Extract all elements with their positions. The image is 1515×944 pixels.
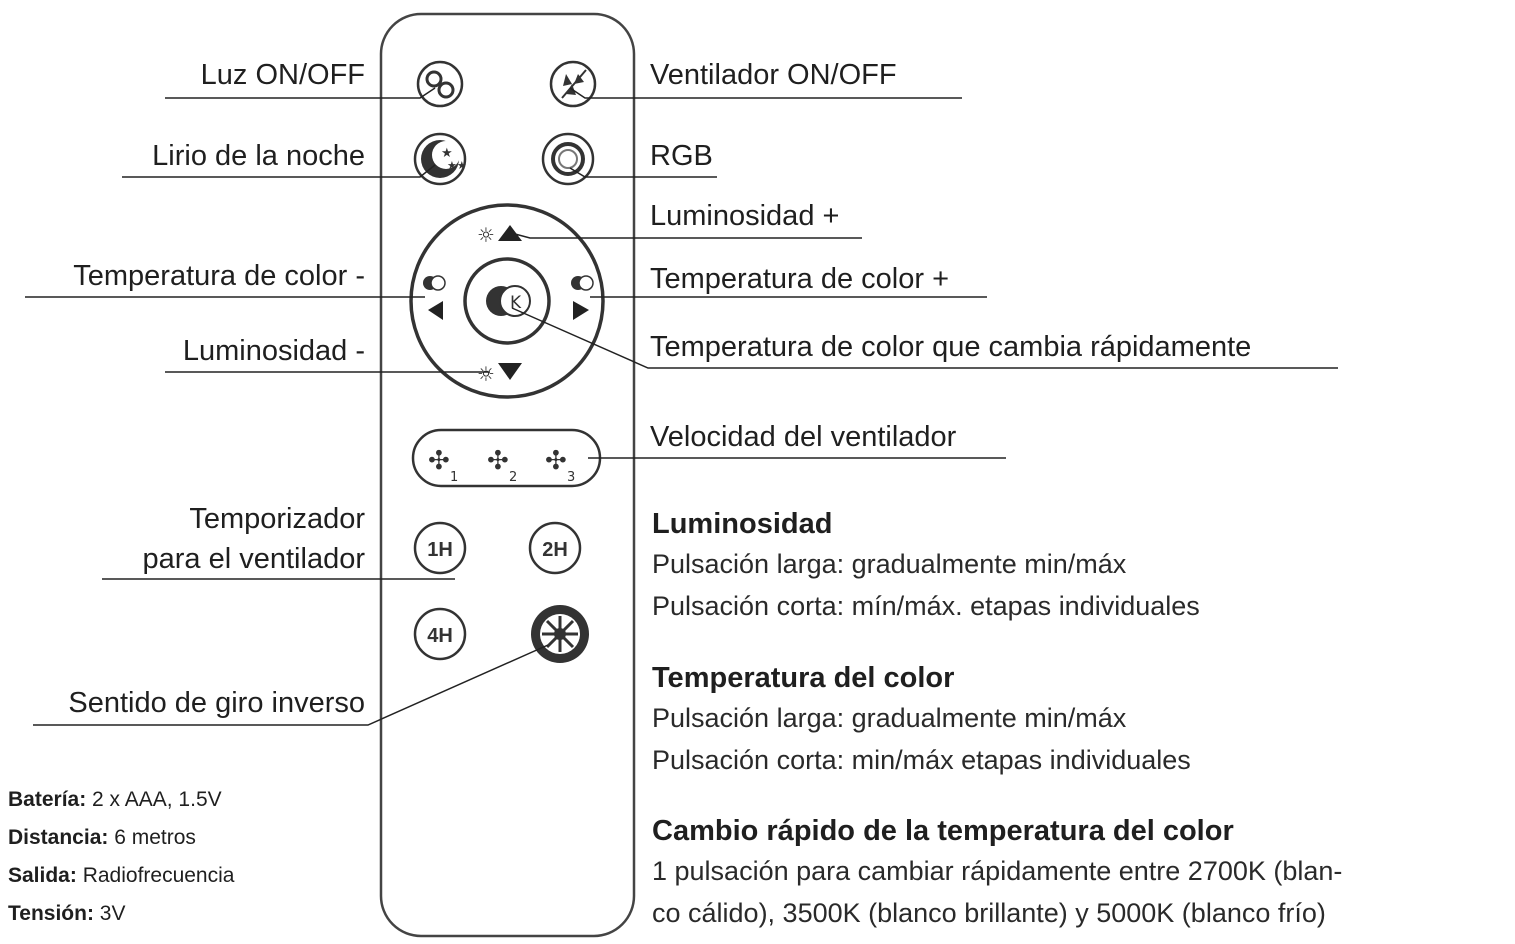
label-lum-plus: Luminosidad + bbox=[650, 200, 840, 232]
leader-temp-fast bbox=[511, 307, 1338, 369]
svg-text:4H: 4H bbox=[427, 625, 453, 647]
section-line: Pulsación larga: gradualmente min/máx bbox=[652, 549, 1127, 579]
color-temp-down-button[interactable] bbox=[423, 275, 446, 320]
fan-speed-1-button[interactable]: ✣ 1 bbox=[428, 446, 458, 485]
label-luz-onoff: Luz ON/OFF bbox=[200, 59, 365, 91]
night-mode-button[interactable]: ★ ★★ bbox=[413, 132, 467, 186]
leader-ventilador bbox=[569, 87, 962, 99]
section-line: Pulsación corta: mín/máx. etapas individ… bbox=[652, 591, 1200, 621]
leader-lirio bbox=[122, 164, 436, 178]
section-title: Temperatura del color bbox=[652, 662, 955, 694]
specs-block: Batería: 2 x AAA, 1.5V Distancia: 6 metr… bbox=[8, 781, 234, 933]
label-ventilador-onoff: Ventilador ON/OFF bbox=[650, 59, 897, 91]
spec-tension: Tensión: 3V bbox=[8, 902, 126, 925]
dpad: K ☼ ☼ bbox=[409, 203, 605, 399]
rgb-ring-icon bbox=[551, 142, 585, 176]
fan-onoff-button[interactable] bbox=[549, 60, 597, 108]
fan-speed-group: ✣ 1 ✣ 2 ✣ 3 bbox=[411, 428, 602, 488]
label-rgb: RGB bbox=[650, 140, 713, 172]
section-line: Pulsación larga: gradualmente min/máx bbox=[652, 703, 1127, 733]
section-line: co cálido), 3500K (blanco brillante) y 5… bbox=[652, 898, 1326, 928]
section-line: 1 pulsación para cambiar rápidamente ent… bbox=[652, 856, 1343, 886]
sun-icon: ☼ bbox=[477, 223, 495, 247]
spec-distancia: Distancia: 6 metros bbox=[8, 826, 196, 849]
arrow-right-icon bbox=[573, 301, 589, 320]
label-temporizador-2: para el ventilador bbox=[142, 543, 365, 575]
section-line: Pulsación corta: min/máx etapas individu… bbox=[652, 745, 1191, 775]
label-lum-minus: Luminosidad - bbox=[182, 335, 365, 367]
label-temporizador-1: Temporizador bbox=[189, 503, 365, 535]
arrow-down-icon bbox=[498, 363, 522, 380]
fan-speed-3-button[interactable]: ✣ 3 bbox=[545, 446, 575, 485]
star-icon: ★ bbox=[441, 146, 453, 161]
rgb-button[interactable] bbox=[541, 132, 595, 186]
brightness-down-button[interactable]: ☼ bbox=[477, 362, 522, 386]
section-title: Cambio rápido de la temperatura del colo… bbox=[652, 815, 1234, 847]
reverse-rotation-button[interactable] bbox=[531, 605, 589, 663]
timer-2h-button[interactable]: 2H bbox=[528, 521, 582, 575]
label-temp-fast: Temperatura de color que cambia rápidame… bbox=[650, 331, 1252, 363]
leader-lum-plus bbox=[514, 233, 862, 239]
svg-text:2H: 2H bbox=[542, 539, 568, 561]
color-temp-up-button[interactable] bbox=[571, 275, 594, 320]
fan-icon: ✣ bbox=[487, 446, 509, 476]
svg-text:★★: ★★ bbox=[447, 159, 467, 172]
section-temperatura: Temperatura del color Pulsación larga: g… bbox=[652, 659, 1512, 781]
section-luminosidad: Luminosidad Pulsación larga: gradualment… bbox=[652, 505, 1512, 627]
arrow-up-icon bbox=[498, 225, 522, 241]
light-onoff-button[interactable] bbox=[416, 60, 464, 108]
svg-text:3: 3 bbox=[567, 470, 575, 485]
fan-speed-2-button[interactable]: ✣ 2 bbox=[487, 446, 517, 485]
spec-bateria: Batería: 2 x AAA, 1.5V bbox=[8, 788, 222, 811]
label-velocidad: Velocidad del ventilador bbox=[650, 421, 957, 453]
label-temp-plus: Temperatura de color + bbox=[650, 263, 950, 295]
svg-text:2: 2 bbox=[509, 470, 517, 485]
bulb-icon bbox=[425, 70, 443, 88]
leader-lines bbox=[25, 87, 1338, 726]
leader-sentido bbox=[33, 644, 549, 726]
label-temp-minus: Temperatura de color - bbox=[73, 260, 365, 292]
leader-luz bbox=[165, 87, 436, 99]
leader-rgb bbox=[569, 167, 717, 178]
section-title: Luminosidad bbox=[652, 508, 833, 540]
fan-icon: ✣ bbox=[428, 446, 450, 476]
sun-icon: ☼ bbox=[477, 362, 495, 386]
section-cambio: Cambio rápido de la temperatura del colo… bbox=[652, 812, 1512, 934]
svg-text:1: 1 bbox=[450, 470, 458, 485]
arrow-left-icon bbox=[428, 301, 443, 320]
timer-4h-button[interactable]: 4H bbox=[413, 607, 467, 661]
brightness-up-button[interactable]: ☼ bbox=[477, 223, 522, 247]
center-color-temp-button[interactable]: K bbox=[463, 257, 551, 345]
svg-text:1H: 1H bbox=[427, 539, 453, 561]
timer-1h-button[interactable]: 1H bbox=[413, 521, 467, 575]
fan-icon: ✣ bbox=[545, 446, 567, 476]
label-lirio: Lirio de la noche bbox=[152, 140, 365, 172]
label-sentido-giro: Sentido de giro inverso bbox=[68, 687, 365, 719]
spec-salida: Salida: Radiofrecuencia bbox=[8, 864, 235, 887]
